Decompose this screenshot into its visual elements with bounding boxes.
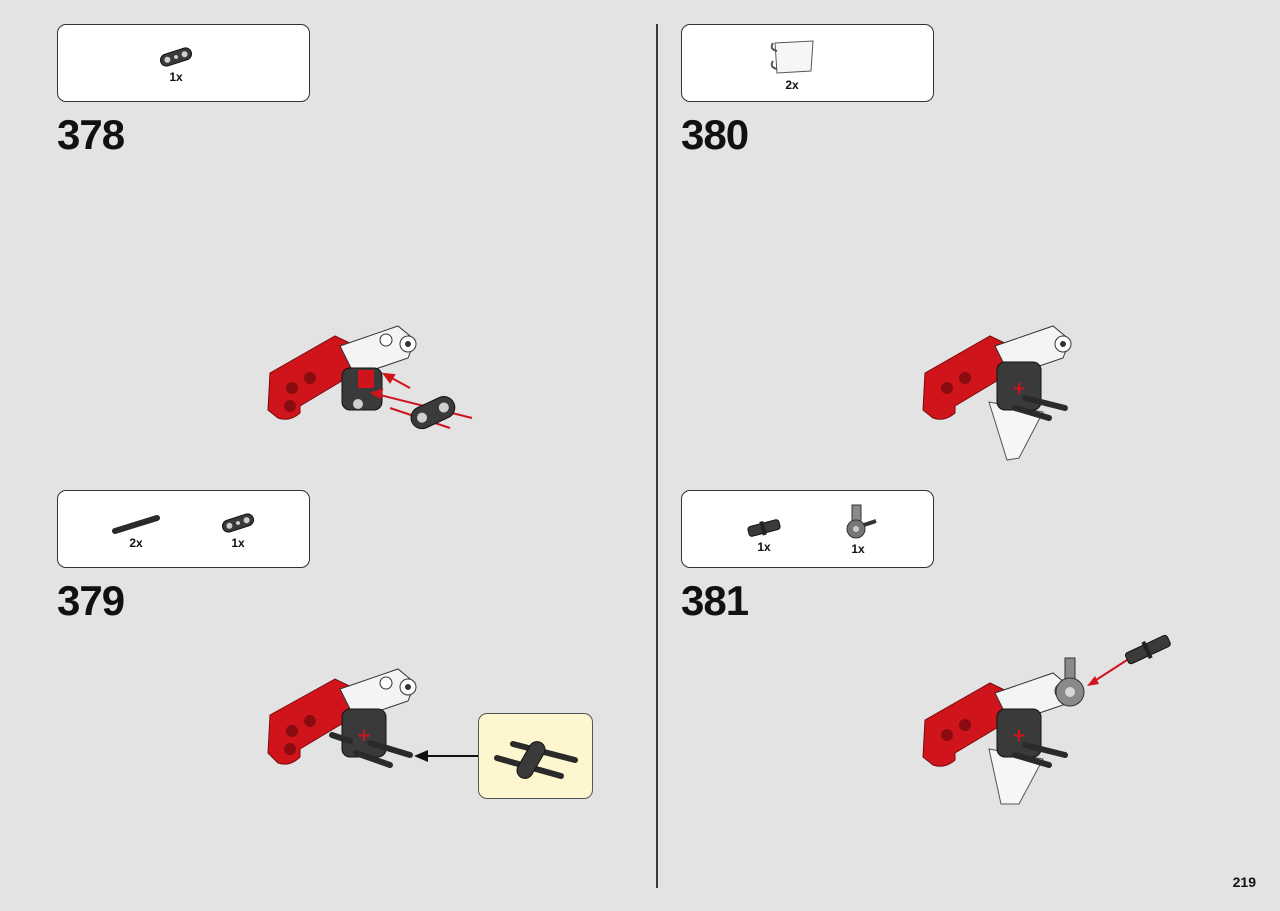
part-item: 2x bbox=[106, 513, 166, 549]
page-divider bbox=[656, 24, 658, 888]
page-number: 219 bbox=[1232, 874, 1256, 890]
part-quantity: 1x bbox=[851, 542, 865, 556]
part-item: 1x bbox=[828, 503, 888, 555]
axle-liftarm-subassembly-icon bbox=[494, 741, 578, 779]
liftarm-1x3-thin-icon bbox=[221, 513, 255, 533]
angle-connector-icon bbox=[846, 504, 877, 539]
assembly-illustration-378 bbox=[267, 325, 473, 430]
part-item: 1x bbox=[734, 517, 794, 553]
part-quantity: 2x bbox=[129, 536, 143, 550]
axle-pin-connector-icon bbox=[747, 519, 781, 537]
parts-list-378: 1x bbox=[57, 24, 310, 102]
axle-3-icon bbox=[112, 515, 160, 534]
part-item: 2x bbox=[762, 37, 822, 91]
step-number: 380 bbox=[681, 111, 749, 158]
part-quantity: 1x bbox=[231, 536, 245, 550]
parts-list-380: 2x bbox=[681, 24, 934, 102]
assembly-illustration-380: + bbox=[922, 325, 1072, 461]
white-panel-plate-icon bbox=[770, 40, 814, 74]
part-quantity: 1x bbox=[757, 540, 771, 554]
assembly-illustration-381: + bbox=[922, 634, 1171, 805]
parts-list-379: 2x 1x bbox=[57, 490, 310, 568]
part-item: 1x bbox=[146, 45, 206, 83]
svg-text:+: + bbox=[1011, 725, 1026, 746]
assembly-illustration-379: + bbox=[267, 668, 417, 768]
step-number: 379 bbox=[57, 577, 125, 624]
part-quantity: 2x bbox=[785, 78, 799, 92]
parts-list-381: 1x 1x bbox=[681, 490, 934, 568]
liftarm-1x3-thin-icon bbox=[159, 47, 193, 67]
part-quantity: 1x bbox=[169, 70, 183, 84]
sub-assembly-callout bbox=[478, 713, 593, 799]
svg-text:+: + bbox=[356, 725, 371, 746]
part-item: 1x bbox=[208, 511, 268, 549]
step-number: 381 bbox=[681, 577, 749, 624]
insert-arrow bbox=[414, 750, 478, 762]
step-number: 378 bbox=[57, 111, 125, 158]
svg-text:+: + bbox=[1011, 378, 1026, 399]
